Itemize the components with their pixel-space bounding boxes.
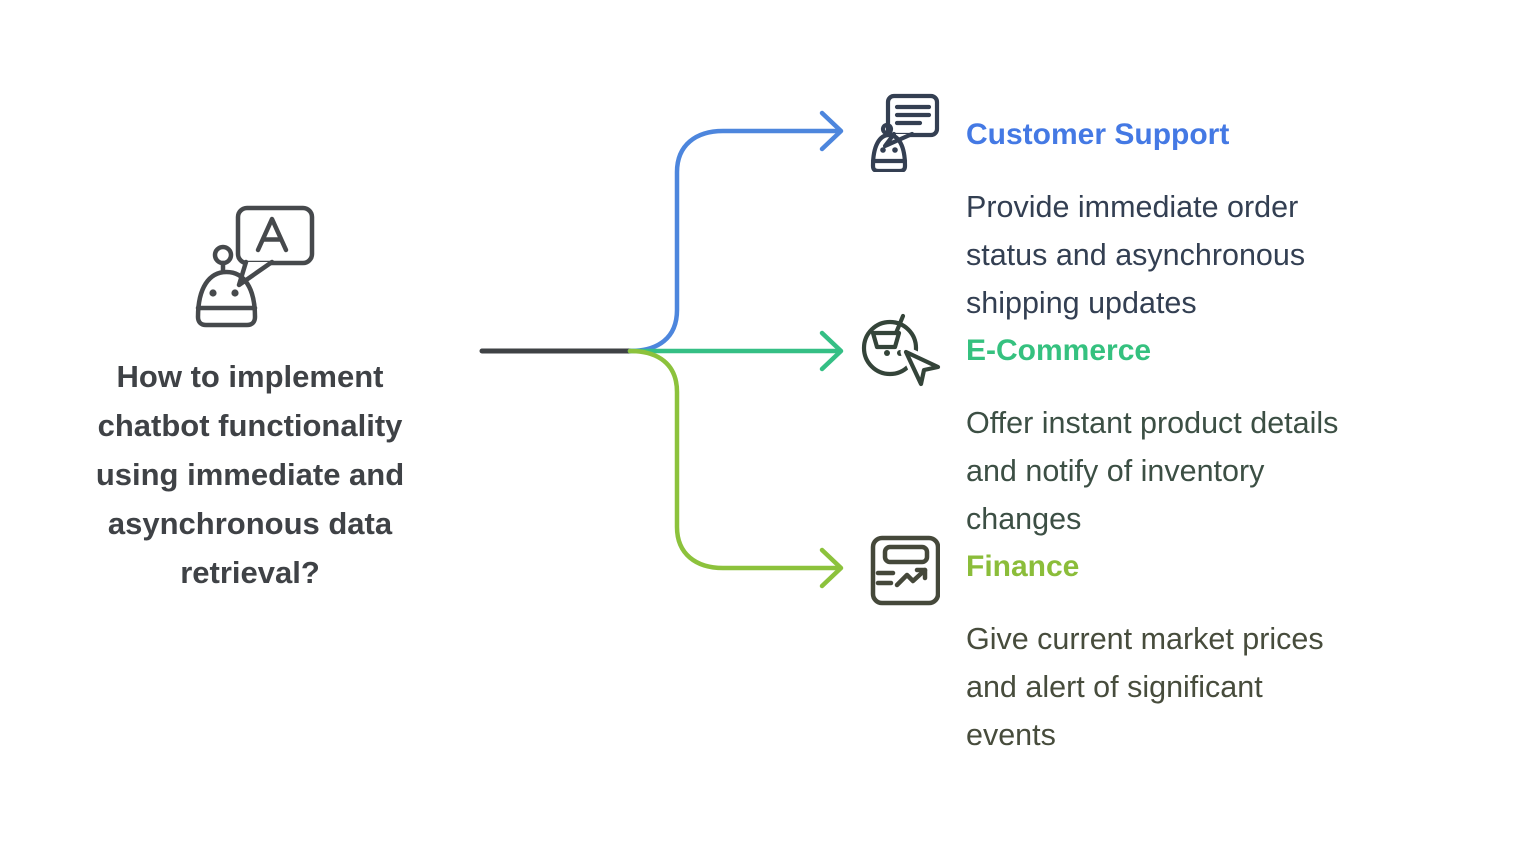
branch-description-finance: Give current market prices and alert of … [966, 622, 1324, 752]
arrowhead-e-commerce [819, 330, 844, 372]
root-question-text: How to implement chatbot functionality u… [95, 359, 405, 590]
branch-label-finance: Finance [966, 550, 1080, 583]
connector-finance [627, 348, 839, 571]
branch-description-e-commerce: Offer instant product details and notify… [966, 406, 1339, 536]
shopping-cart-cursor-icon [861, 313, 944, 390]
branch-label-customer-support: Customer Support [966, 118, 1230, 151]
finance-trend-chart-icon [870, 535, 940, 606]
arrowhead-finance [819, 547, 844, 589]
robot-chat-message-icon [870, 93, 940, 172]
chatbot-speech-bubble-icon [195, 205, 315, 328]
branch-description-customer-support: Provide immediate order status and async… [966, 190, 1306, 320]
connector-customer-support [627, 128, 839, 354]
arrowhead-customer-support [819, 110, 844, 152]
branch-label-e-commerce: E-Commerce [966, 334, 1152, 367]
